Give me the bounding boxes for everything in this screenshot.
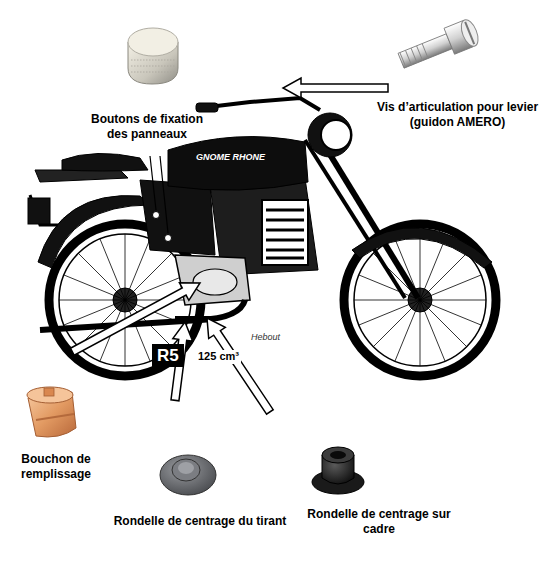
washer-part [160,455,216,495]
callout-arrow [68,78,388,417]
part-label: Rondelle de centrage sur cadre [296,507,462,537]
bushing-part [312,447,364,494]
part-label: Boutons de fixation des panneaux [88,112,206,142]
part-label: Rondelle de centrage du tirant [108,514,292,529]
model-badge: R5 [152,344,184,367]
leader-line [150,156,168,233]
capacity-text: 125 cm³ [196,350,241,364]
bolt-part [396,17,482,73]
filler-cap-part [27,387,76,437]
part-label: Vis d’articulation pour levier (guidon A… [375,100,540,130]
knob-part [128,28,178,84]
brand-text: GNOME RHONE [196,152,265,163]
signature: Hebout [250,332,281,343]
part-label: Bouchon de remplissage [4,452,108,482]
motorcycle-drawing [28,98,496,376]
